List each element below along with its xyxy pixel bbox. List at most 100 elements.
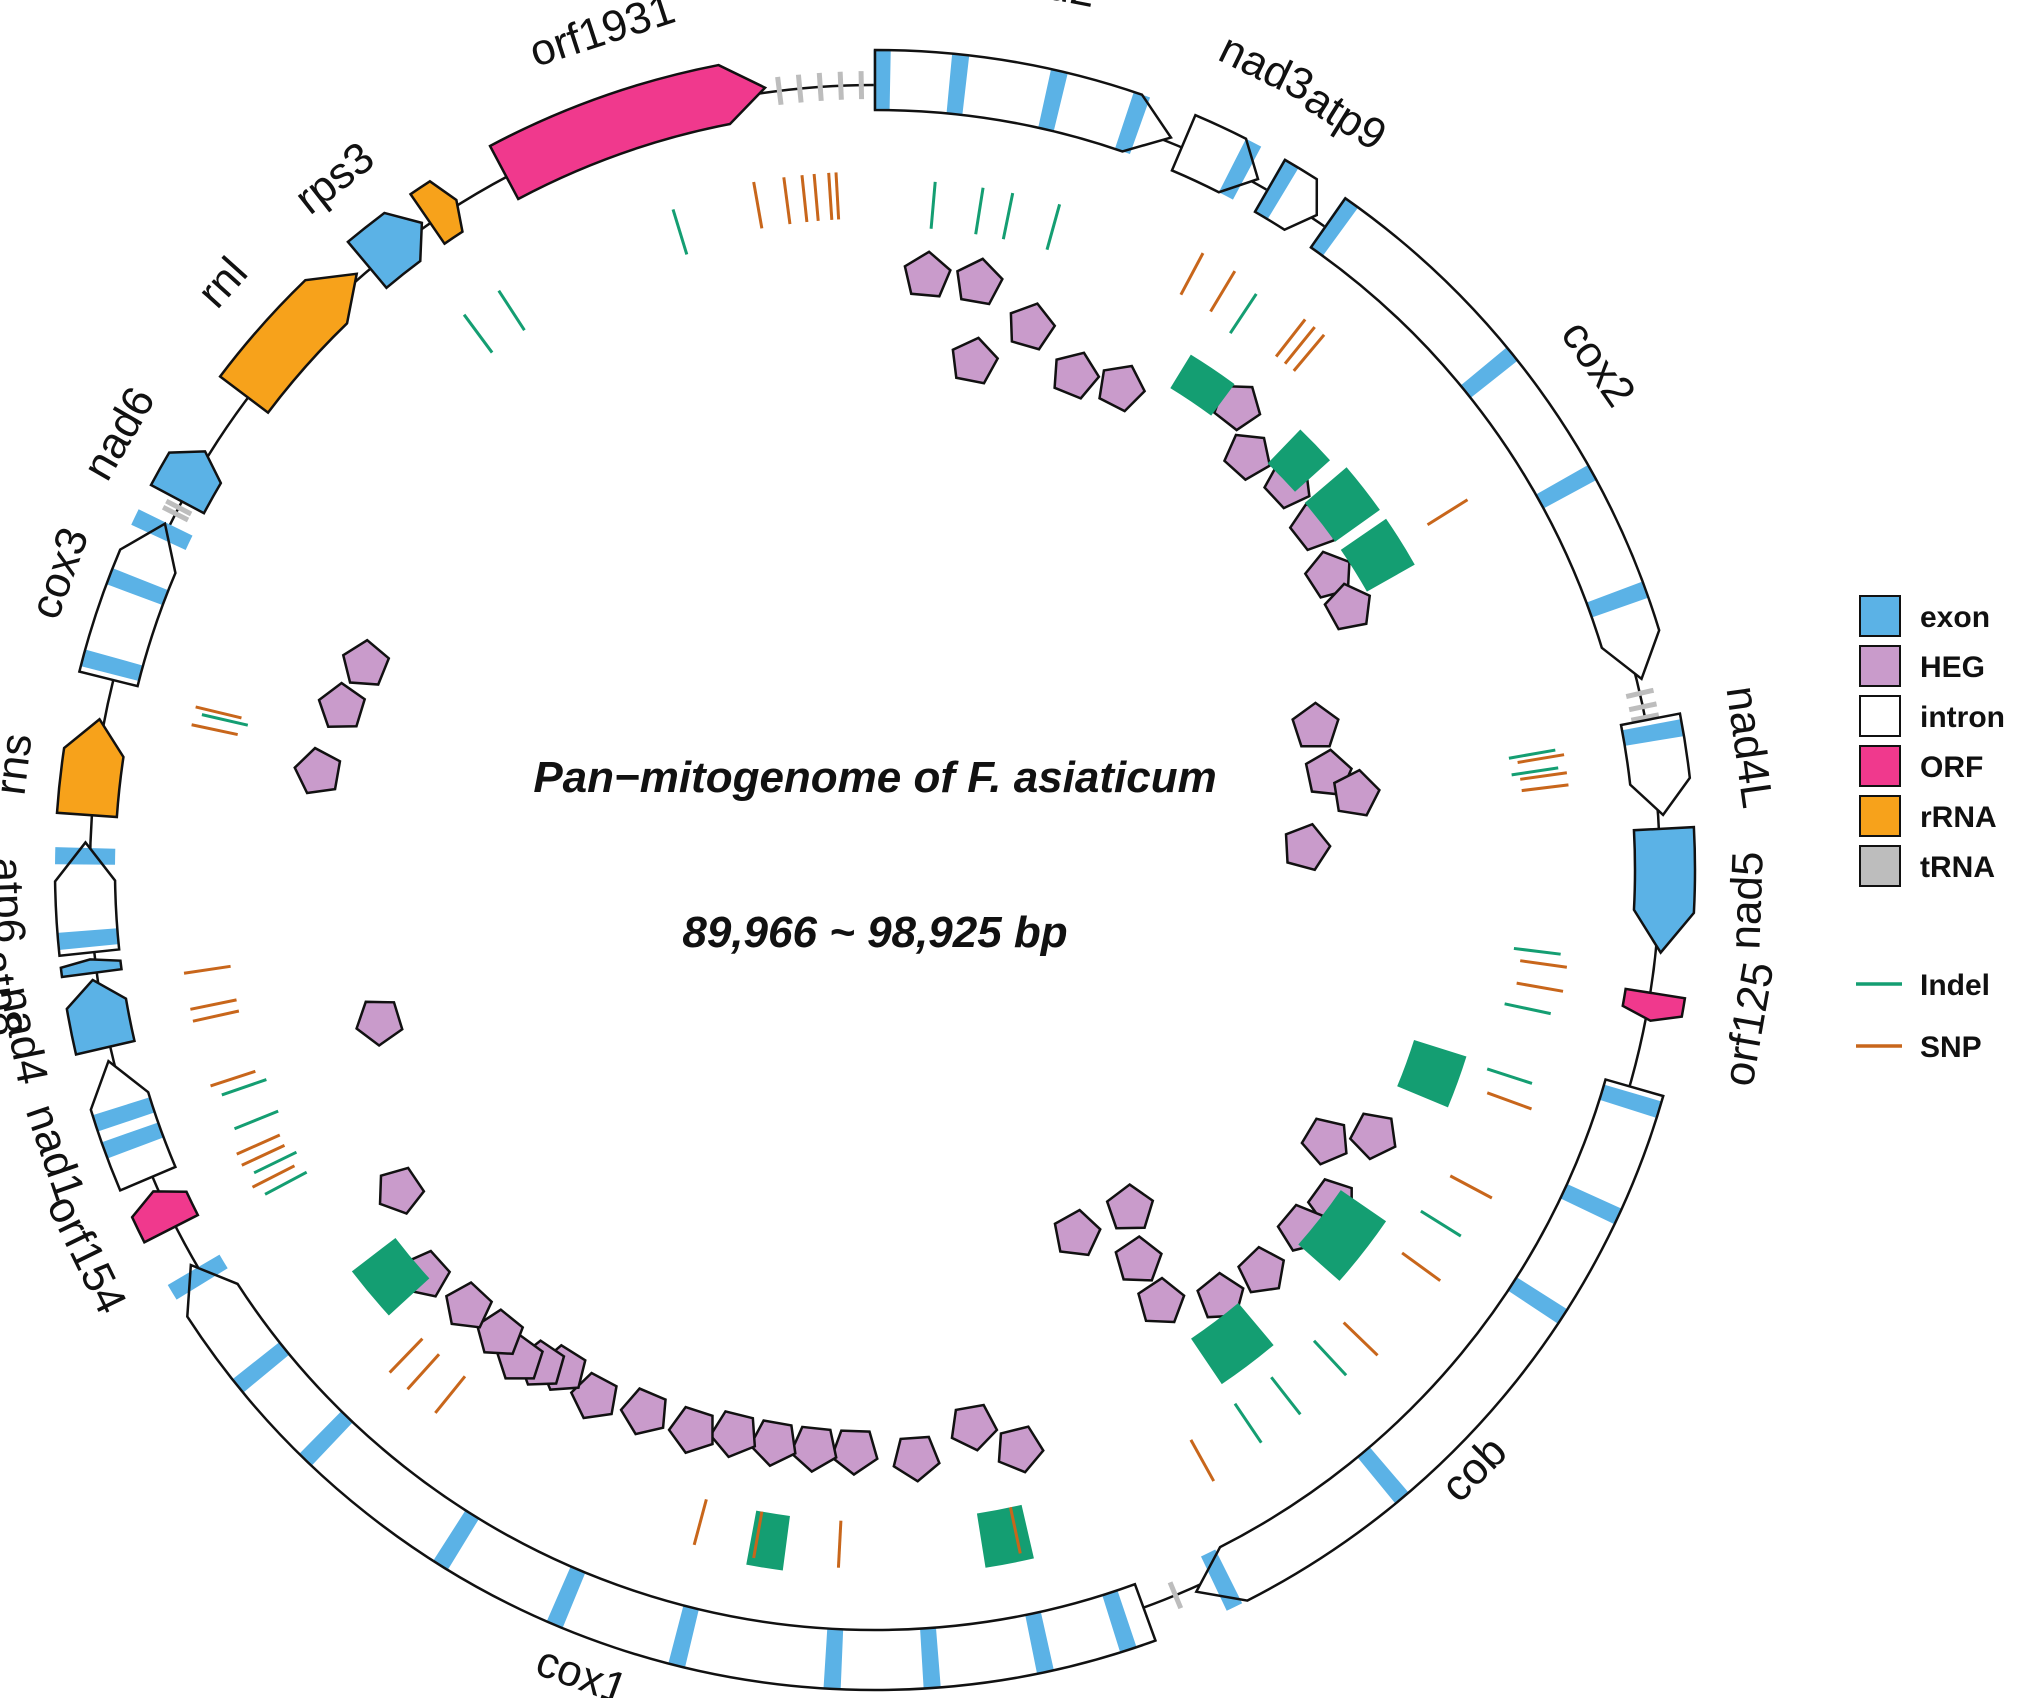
exon-segment bbox=[92, 1097, 155, 1132]
heg-marker bbox=[317, 681, 367, 728]
trna-mark bbox=[1625, 687, 1655, 699]
heg-marker bbox=[1053, 351, 1101, 400]
gene-outline bbox=[59, 958, 123, 979]
exon-segment bbox=[299, 1411, 353, 1466]
gene-outline bbox=[1309, 196, 1661, 681]
legend-label-rrna: rRNA bbox=[1920, 801, 1997, 834]
exon-segment bbox=[1560, 1183, 1622, 1225]
trna-mark bbox=[795, 74, 804, 103]
exon-segment bbox=[80, 649, 143, 681]
gene-outline bbox=[1621, 987, 1687, 1023]
heg-marker bbox=[293, 746, 342, 795]
legend-swatch-intron bbox=[1859, 695, 1901, 737]
gene-outline bbox=[53, 840, 121, 958]
snp-tick bbox=[236, 1133, 281, 1156]
indel-tick bbox=[1312, 1339, 1348, 1377]
legend-swatch-heg bbox=[1859, 645, 1901, 687]
indel-tick bbox=[1420, 1209, 1462, 1238]
snp-tick bbox=[1342, 1321, 1379, 1357]
gene-body bbox=[410, 181, 463, 244]
snp-tick bbox=[1426, 498, 1469, 527]
indel-tick bbox=[1511, 766, 1559, 777]
legend-swatch-rrna bbox=[1859, 795, 1901, 837]
indel-tick bbox=[1001, 192, 1015, 240]
snp-tick bbox=[1486, 1091, 1533, 1111]
exon-segment bbox=[1460, 347, 1518, 398]
snp-tick bbox=[1449, 1174, 1493, 1200]
indel-tick bbox=[671, 208, 689, 255]
gene-nad5 bbox=[1632, 825, 1697, 955]
gene-outline bbox=[218, 272, 359, 415]
exon-segment bbox=[1102, 1590, 1137, 1653]
variant-block bbox=[746, 1510, 790, 1571]
variant-block bbox=[1267, 429, 1331, 492]
snp-tick bbox=[434, 1375, 467, 1414]
heg-marker bbox=[1348, 1112, 1397, 1161]
gene-body bbox=[55, 842, 120, 956]
gene-label-nad6: nad6 bbox=[73, 379, 164, 488]
heg-marker bbox=[619, 1387, 667, 1436]
gene-label-rps3: rps3 bbox=[286, 133, 384, 224]
variant-block bbox=[976, 1504, 1034, 1568]
variant-block bbox=[1298, 1190, 1387, 1281]
exon-segment bbox=[1508, 1277, 1568, 1324]
variant-block bbox=[1340, 518, 1415, 592]
snp-tick bbox=[1189, 1439, 1216, 1482]
exon-segment bbox=[106, 568, 169, 606]
legend-swatch-orf bbox=[1859, 745, 1901, 787]
snp-tick bbox=[834, 172, 841, 220]
exon-segment bbox=[1622, 719, 1684, 746]
variant-block bbox=[1191, 1302, 1274, 1385]
gene-outline bbox=[55, 717, 125, 819]
gene-outline bbox=[488, 63, 768, 201]
gene-nad1 bbox=[89, 1059, 178, 1193]
gene-label-cox3: cox3 bbox=[21, 521, 99, 625]
indel-tick bbox=[1486, 1067, 1533, 1085]
heg-marker bbox=[748, 1419, 797, 1468]
genome-size-range: 89,966 ~ 98,925 bp bbox=[682, 908, 1067, 957]
heg-marker bbox=[708, 1409, 757, 1459]
exon-segment bbox=[131, 509, 193, 551]
gene-cox2 bbox=[1309, 196, 1661, 681]
gene-outline bbox=[149, 450, 223, 515]
indel-tick bbox=[1045, 203, 1062, 251]
heg-marker bbox=[903, 250, 952, 298]
snp-tick bbox=[183, 964, 231, 975]
indel-tick bbox=[233, 1109, 279, 1131]
heg-marker bbox=[956, 257, 1004, 306]
snp-tick bbox=[1274, 318, 1307, 358]
snp-tick bbox=[692, 1498, 708, 1546]
map-title: Pan−mitogenome of F. asiaticum bbox=[533, 753, 1216, 802]
gene-label-nad5: nad5 bbox=[1720, 851, 1772, 951]
indel-tick bbox=[929, 181, 937, 229]
snp-tick bbox=[752, 181, 764, 229]
snp-tick bbox=[195, 705, 242, 720]
indel-tick bbox=[497, 289, 526, 331]
gene-cox3 bbox=[77, 509, 193, 688]
exon-segment bbox=[101, 1122, 164, 1159]
gene-body bbox=[490, 65, 766, 199]
gene-label-atp8: atp8 bbox=[0, 947, 32, 1039]
heg-marker bbox=[1237, 1245, 1286, 1294]
heg-marker bbox=[892, 1435, 941, 1483]
exon-segment bbox=[57, 928, 119, 951]
gene-cob bbox=[1194, 1077, 1665, 1611]
gene-outline bbox=[1170, 113, 1260, 194]
gene-body bbox=[187, 1265, 1156, 1690]
gene-orf154 bbox=[130, 1190, 200, 1244]
exon-segment bbox=[1114, 91, 1151, 155]
heg-marker bbox=[569, 1371, 618, 1420]
gene-body bbox=[1633, 827, 1695, 953]
exon-segment bbox=[1025, 1611, 1054, 1674]
trna-mark bbox=[161, 505, 190, 523]
heg-marker bbox=[997, 1425, 1045, 1474]
snp-tick bbox=[192, 1009, 240, 1023]
gene-outline bbox=[408, 179, 464, 246]
heg-marker bbox=[667, 1405, 714, 1455]
gene-body bbox=[150, 451, 221, 514]
indel-tick bbox=[462, 313, 494, 354]
gene-body bbox=[220, 273, 357, 413]
variant-block bbox=[1170, 354, 1235, 416]
gene-label-nad1: nad1 bbox=[16, 1098, 94, 1207]
variant-block bbox=[351, 1237, 430, 1316]
